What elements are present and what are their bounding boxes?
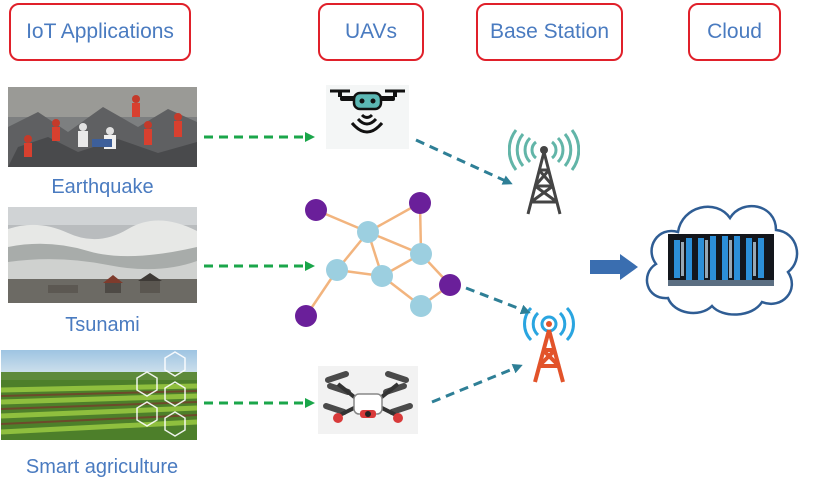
cell-tower-icon — [519, 304, 579, 384]
smart-agriculture-photo — [1, 350, 197, 440]
uav-node — [439, 274, 461, 296]
uav-swarm-network-icon — [295, 192, 461, 327]
tsunami-photo — [8, 207, 197, 303]
earthquake-label: Earthquake — [51, 176, 154, 198]
drone-to-tower-arrow — [415, 138, 513, 185]
uav-node — [295, 305, 317, 327]
base-station-to-cloud-arrow — [590, 254, 638, 280]
cloud-header: Cloud — [688, 3, 781, 61]
uav-node — [409, 192, 431, 214]
quadcopter-icon — [318, 366, 418, 434]
earthquake-photo — [8, 87, 197, 167]
quadcopter-to-tower-arrow — [431, 364, 523, 404]
uav-node — [410, 295, 432, 317]
uav-node — [326, 259, 348, 281]
uav-node — [357, 221, 379, 243]
drone-signal-icon — [326, 85, 409, 149]
iot-applications-header: IoT Applications — [9, 3, 191, 61]
cell-tower-icon — [508, 128, 580, 216]
uavs-header: UAVs — [318, 3, 424, 61]
server-cloud-icon — [638, 188, 802, 320]
uav-node — [371, 265, 393, 287]
tsunami-label: Tsunami — [65, 314, 140, 336]
swarm-to-tower-arrow — [465, 286, 531, 315]
uav-node — [410, 243, 432, 265]
smart-agriculture-label: Smart agriculture — [25, 456, 179, 478]
uav-node — [305, 199, 327, 221]
base-station-header: Base Station — [476, 3, 623, 61]
